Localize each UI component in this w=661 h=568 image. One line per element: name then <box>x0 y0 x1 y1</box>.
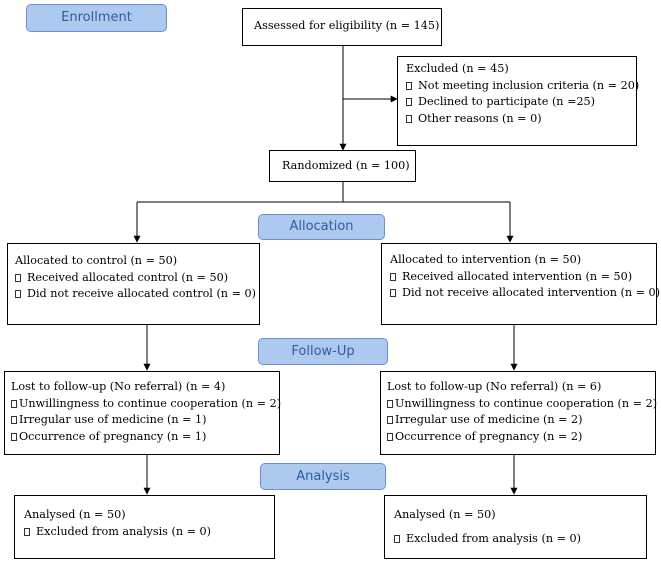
control-analysis-box: Analysed (n = 50) Excluded from analysis… <box>14 495 275 559</box>
excluded-box: Excluded (n = 45) Not meeting inclusion … <box>397 56 639 146</box>
list-item: Received allocated intervention (n = 50) <box>390 269 656 286</box>
checkbox-bullet-icon <box>394 534 400 543</box>
checkbox-bullet-icon <box>387 399 393 408</box>
control-analysis-title: Analysed (n = 50) <box>24 508 126 521</box>
checkbox-bullet-icon <box>387 432 393 441</box>
checkbox-bullet-icon <box>11 399 17 408</box>
checkbox-bullet-icon <box>390 289 396 298</box>
phase-follow-up: Follow-Up <box>258 338 388 365</box>
list-item: Unwillingness to continue cooperation (n… <box>387 396 657 413</box>
control-follow-up-box: Lost to follow-up (No referral) (n = 4) … <box>4 371 281 455</box>
intervention-analysis-box: Analysed (n = 50) Excluded from analysis… <box>384 495 647 559</box>
excluded-title: Excluded (n = 45) <box>406 62 509 75</box>
checkbox-bullet-icon <box>390 272 396 281</box>
checkbox-bullet-icon <box>387 416 393 425</box>
list-item: Not meeting inclusion criteria (n = 20) <box>406 78 639 95</box>
list-item: Declined to participate (n =25) <box>406 94 636 111</box>
checkbox-bullet-icon <box>15 290 21 299</box>
list-item: Excluded from analysis (n = 0) <box>394 531 646 548</box>
list-item: Unwillingness to continue cooperation (n… <box>11 396 281 413</box>
list-item: Did not receive allocated control (n = 0… <box>15 286 259 303</box>
control-follow-up-title: Lost to follow-up (No referral) (n = 4) <box>11 380 226 393</box>
checkbox-bullet-icon <box>11 416 17 425</box>
checkbox-bullet-icon <box>11 432 17 441</box>
checkbox-bullet-icon <box>406 98 412 107</box>
list-item: Occurrence of pregnancy (n = 1) <box>11 429 279 446</box>
phase-analysis: Analysis <box>260 463 386 490</box>
list-item: Irregular use of medicine (n = 1) <box>11 412 279 429</box>
list-item: Excluded from analysis (n = 0) <box>24 524 274 541</box>
phase-allocation: Allocation <box>258 214 385 240</box>
assessed-box: Assessed for eligibility (n = 145) <box>242 8 442 46</box>
intervention-follow-up-box: Lost to follow-up (No referral) (n = 6) … <box>380 371 657 455</box>
checkbox-bullet-icon <box>406 81 412 90</box>
checkbox-bullet-icon <box>24 527 30 536</box>
control-allocation-box: Allocated to control (n = 50) Received a… <box>7 243 260 325</box>
intervention-analysis-title: Analysed (n = 50) <box>394 508 496 521</box>
intervention-allocation-box: Allocated to intervention (n = 50) Recei… <box>381 243 660 325</box>
list-item: Did not receive allocated intervention (… <box>390 285 660 302</box>
intervention-allocation-title: Allocated to intervention (n = 50) <box>390 253 582 266</box>
assessed-text: Assessed for eligibility (n = 145) <box>254 19 440 32</box>
randomized-box: Randomized (n = 100) <box>269 150 416 182</box>
checkbox-bullet-icon <box>406 114 412 123</box>
phase-enrollment: Enrollment <box>26 4 167 32</box>
list-item: Irregular use of medicine (n = 2) <box>387 412 655 429</box>
intervention-follow-up-title: Lost to follow-up (No referral) (n = 6) <box>387 380 602 393</box>
list-item: Other reasons (n = 0) <box>406 111 636 128</box>
checkbox-bullet-icon <box>15 273 21 282</box>
control-allocation-title: Allocated to control (n = 50) <box>15 254 178 267</box>
randomized-text: Randomized (n = 100) <box>282 159 410 172</box>
list-item: Occurrence of pregnancy (n = 2) <box>387 429 655 446</box>
list-item: Received allocated control (n = 50) <box>15 270 259 287</box>
